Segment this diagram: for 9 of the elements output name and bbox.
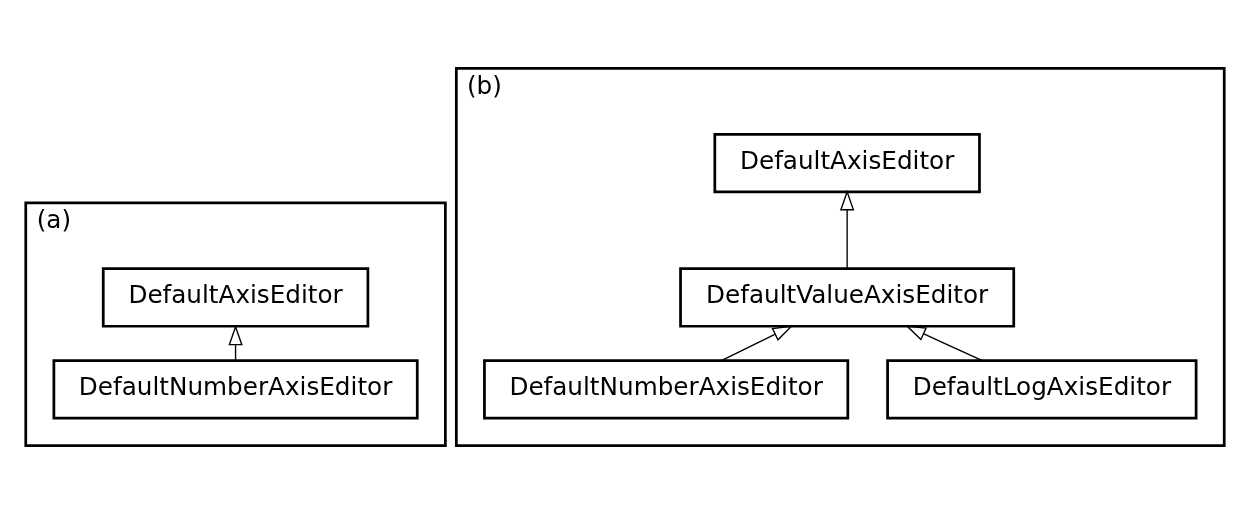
node-box: DefaultNumberAxisEditor [52, 359, 419, 420]
node-box: DefaultAxisEditor [713, 132, 981, 194]
arrow [905, 325, 983, 362]
node-box: DefaultValueAxisEditor [679, 267, 1016, 328]
arrow [721, 325, 794, 362]
node-box: DefaultAxisEditor [101, 267, 370, 328]
arrow [839, 189, 855, 269]
node-box: DefaultNumberAxisEditor [483, 359, 850, 420]
node-box: DefaultLogAxisEditor [886, 359, 1198, 420]
